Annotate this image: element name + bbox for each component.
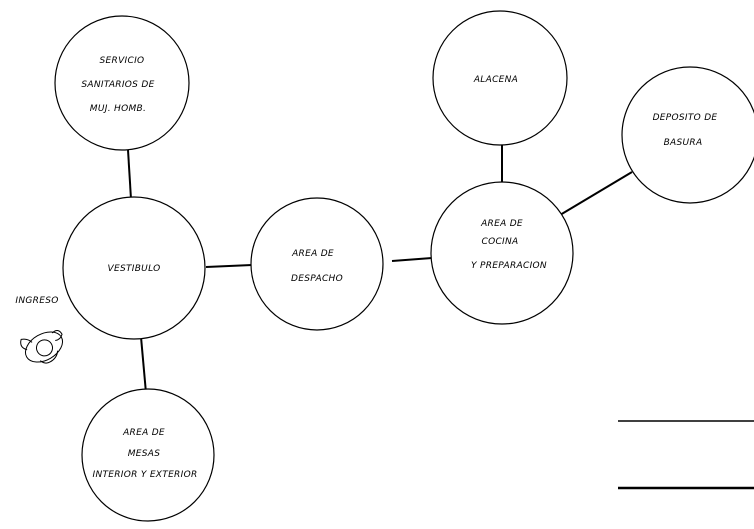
- node-label-line: INTERIOR Y EXTERIOR: [92, 470, 197, 480]
- node-area-cocina: AREA DE COCINA Y PREPARACION: [430, 181, 574, 325]
- node-label-line: AREA DE: [291, 249, 334, 259]
- node-area-despacho: AREA DE DESPACHO: [250, 197, 384, 331]
- node-area-mesas: AREA DE MESAS INTERIOR Y EXTERIOR: [81, 388, 215, 522]
- ingreso-label: INGRESO: [15, 296, 58, 306]
- node-label-line: Y PREPARACION: [471, 261, 547, 271]
- node-label-line: SANITARIOS DE: [81, 80, 154, 90]
- connections: [127, 143, 633, 394]
- person-topview-icon: [20, 330, 63, 364]
- node-label-line: DESPACHO: [291, 274, 343, 284]
- node-label-line: MESAS: [128, 449, 161, 459]
- node-label-line: COCINA: [482, 237, 519, 247]
- edge-despacho-cocina: [391, 257, 433, 262]
- edge-cocina-deposito: [559, 171, 633, 216]
- node-label-line: MUJ. HOMB.: [90, 104, 146, 114]
- node-vestibulo: VESTIBULO: [62, 196, 206, 340]
- node-label-line: ALACENA: [473, 75, 518, 85]
- node-label-line: SERVICIO: [100, 56, 145, 66]
- node-label-line: AREA DE: [480, 219, 523, 229]
- edge-vestibulo-despacho: [205, 264, 253, 268]
- node-deposito-basura: DEPOSITO DE BASURA: [621, 66, 754, 204]
- node-alacena: ALACENA: [432, 10, 568, 146]
- node-label-line: DEPOSITO DE: [653, 113, 718, 123]
- node-label-line: VESTIBULO: [108, 264, 161, 274]
- edge-servicio-vestibulo: [127, 149, 132, 200]
- node-label-line: BASURA: [664, 138, 703, 148]
- edge-vestibulo-mesas: [140, 336, 147, 394]
- legend-lines: [618, 420, 754, 490]
- node-label-line: AREA DE: [122, 428, 165, 438]
- node-servicio-sanitario: SERVICIO SANITARIOS DE MUJ. HOMB.: [54, 15, 190, 151]
